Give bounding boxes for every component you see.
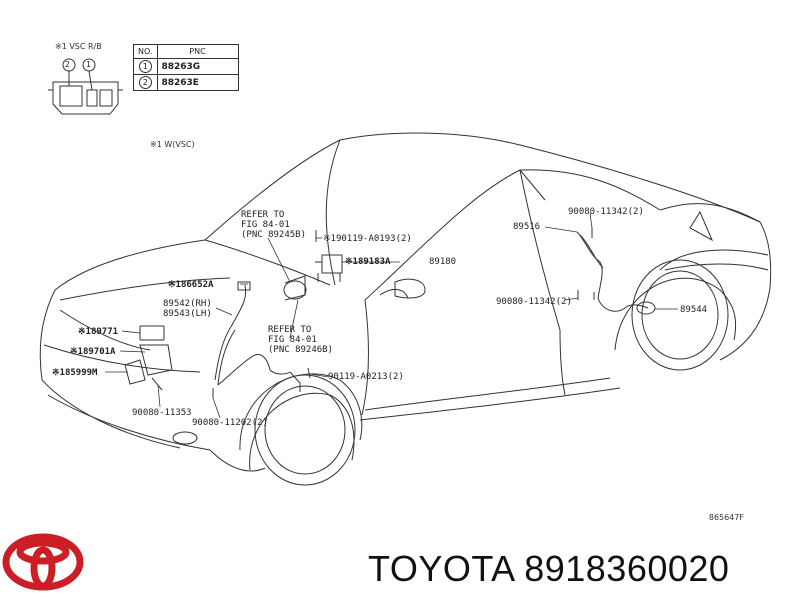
leader-lines xyxy=(105,212,678,419)
label-86652a: ※186652A xyxy=(168,280,214,290)
pnc-row-value: 88263G xyxy=(156,58,239,75)
car-body xyxy=(39,132,772,486)
pnc-row-number: 1 xyxy=(138,60,152,73)
illustration-code: 865647F xyxy=(708,513,744,522)
label-90119-a0213: 90119-A0213(2) xyxy=(328,372,404,382)
refer-note-top: REFER TO FIG 84-01 (PNC 89245B) xyxy=(241,210,307,240)
toyota-logo xyxy=(2,533,84,591)
label-89180: 89180 xyxy=(429,257,457,267)
label-90080-11342-top: 90080-11342(2) xyxy=(568,207,644,217)
label-90119-a0193: ※190119-A0193(2) xyxy=(323,234,412,244)
pnc-row-number: 2 xyxy=(138,76,152,89)
label-89543: 89543(LH) xyxy=(163,309,212,319)
label-89542: 89542(RH) xyxy=(163,299,212,309)
label-90080-11202: 90080-11202(2) xyxy=(192,418,268,428)
connector-pin-1: 1 xyxy=(86,60,91,69)
brand-name: TOYOTA xyxy=(368,548,514,589)
table-row: 1 88263G xyxy=(133,58,239,75)
label-89701a: ※189701A xyxy=(70,347,116,357)
pnc-header-pnc: PNC xyxy=(156,44,239,59)
label-89183a: ※189183A xyxy=(345,257,391,267)
label-89771: ※189771 xyxy=(78,327,119,337)
label-89544: 89544 xyxy=(680,305,708,315)
label-85999m: ※185999M xyxy=(52,368,98,378)
refer-note-mid: REFER TO FIG 84-01 (PNC 89246B) xyxy=(268,325,334,355)
connector-pin-2: 2 xyxy=(65,60,70,69)
label-89516: 89516 xyxy=(513,222,541,232)
abs-harness xyxy=(214,231,656,392)
legend-title: ※1 VSC R/B xyxy=(55,42,102,51)
label-90080-11342-mid: 90080-11342(2) xyxy=(496,297,572,307)
table-row: 2 88263E xyxy=(133,74,239,91)
vsc-connector-drawing xyxy=(48,58,123,115)
pnc-row-value: 88263E xyxy=(156,74,239,91)
brand-caption: TOYOTA 8918360020 xyxy=(368,547,729,591)
pnc-header-no: NO. xyxy=(133,44,158,59)
part-number: 8918360020 xyxy=(524,548,730,589)
pnc-table: NO. PNC 1 88263G 2 88263E xyxy=(133,44,239,91)
label-90080-11353: 90080-11353 xyxy=(132,408,192,418)
sub-note: ※1 W(VSC) xyxy=(150,140,195,149)
